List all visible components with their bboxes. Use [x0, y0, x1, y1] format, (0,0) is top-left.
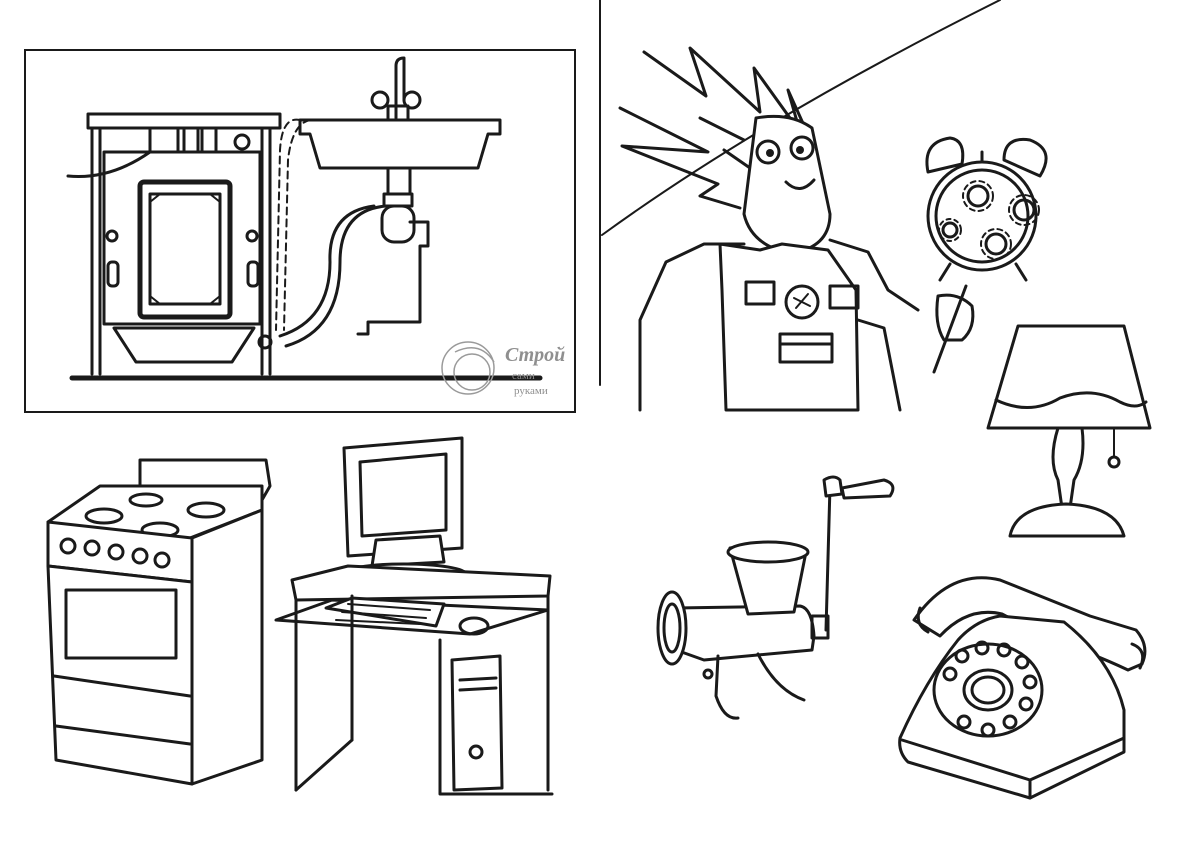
table-lamp	[986, 324, 1152, 538]
watermark-logo	[441, 341, 495, 395]
alarm-clock	[925, 136, 1048, 282]
plumbing-panel	[24, 49, 576, 413]
watermark-line-1: сами	[512, 370, 535, 382]
rotary-telephone	[898, 576, 1147, 800]
washing-machine	[66, 112, 282, 376]
monitor	[342, 436, 464, 558]
watermark-line-2: руками	[514, 385, 548, 397]
computer-desk	[274, 436, 554, 796]
panel-frame	[24, 49, 576, 413]
phone-body	[898, 614, 1126, 800]
gas-stove	[46, 458, 272, 786]
sink	[257, 56, 502, 350]
system-unit	[450, 654, 504, 792]
watermark-brand: Строй	[505, 344, 566, 366]
meat-grinder	[656, 475, 895, 720]
fixik-character	[618, 46, 975, 412]
mouse	[458, 616, 490, 636]
